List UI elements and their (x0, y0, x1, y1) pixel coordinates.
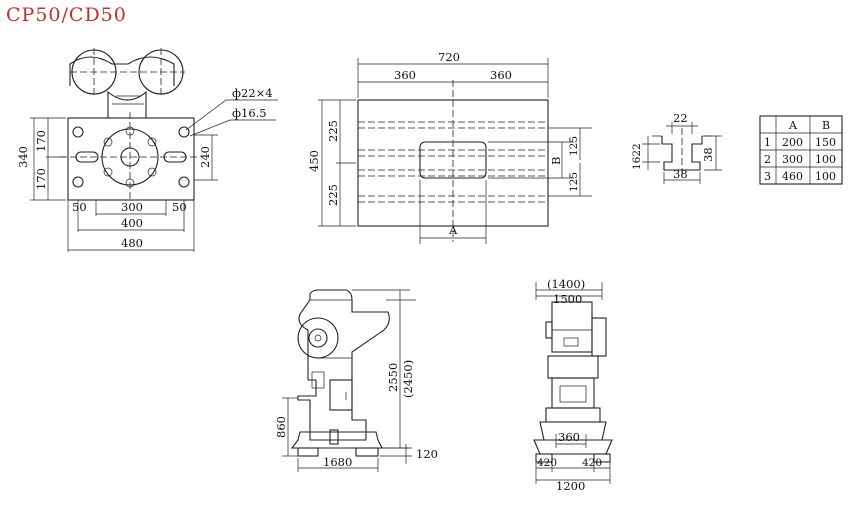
dim-1400: (1400) (547, 277, 585, 291)
frame-body (551, 377, 595, 409)
dim-240: 240 (198, 146, 212, 168)
base-plate (67, 117, 195, 201)
hole-callout-1: ф22×4 (232, 86, 273, 100)
dim-125-lower: 125 (568, 172, 580, 192)
drawing-title: CP50/CD50 (6, 4, 127, 26)
dim-50-left: 50 (72, 200, 87, 214)
table-cell: 460 (782, 170, 803, 183)
dim-720: 720 (438, 50, 460, 64)
dim-225-upper: 225 (326, 120, 340, 142)
table-cell: 150 (815, 136, 836, 149)
table-header-b: B (822, 119, 830, 132)
front-view: (1400) 1500 360 420 420 1200 (533, 277, 613, 493)
dim-38-bottom: 38 (673, 167, 688, 181)
neck (107, 90, 147, 119)
dim-1500: 1500 (553, 292, 582, 306)
dim-50-right: 50 (172, 200, 187, 214)
dim-1622: 1622 (631, 143, 643, 170)
dim-2550: 2550 (386, 363, 400, 392)
slide-block (547, 355, 599, 379)
hole (72, 126, 84, 138)
table-cell: 3 (764, 170, 771, 183)
base-plan-view: ф22×4 ф16.5 340 170 170 240 50 50 300 40… (16, 48, 278, 252)
table-header-a: A (788, 119, 798, 132)
size-table: A B 1 200 150 2 300 100 3 460 100 (759, 115, 843, 185)
dim-B: B (549, 157, 563, 165)
dim-480: 480 (121, 236, 143, 250)
base-top-housing (69, 56, 175, 86)
table-cell: 200 (782, 136, 803, 149)
dim-1680: 1680 (323, 455, 352, 469)
dim-860: 860 (274, 416, 288, 438)
dim-340: 340 (16, 146, 30, 168)
dim-22: 22 (673, 111, 688, 125)
flywheel (297, 317, 339, 359)
dim-420-left: 420 (537, 457, 557, 469)
dim-120: 120 (416, 447, 438, 461)
dim-360-right: 360 (490, 68, 512, 82)
table-cell: 100 (815, 170, 836, 183)
dim-420-right: 420 (582, 457, 602, 469)
table-cell: 1 (764, 136, 771, 149)
table-cell: 100 (815, 153, 836, 166)
dim-1200: 1200 (556, 479, 585, 493)
table-cell: 300 (782, 153, 803, 166)
dim-38-side: 38 (701, 147, 715, 162)
dim-360-left: 360 (394, 68, 416, 82)
dim-360: 360 (558, 430, 580, 444)
door-panel (329, 379, 353, 411)
dim-125-upper: 125 (568, 136, 580, 156)
press-base (290, 431, 383, 449)
hole-callout-2: ф16.5 (232, 106, 267, 120)
dim-2450: (2450) (401, 360, 415, 398)
dim-300: 300 (121, 200, 143, 214)
dim-225-lower: 225 (326, 184, 340, 206)
center-opening (419, 141, 487, 179)
hole (72, 176, 84, 188)
dim-170-lower: 170 (34, 168, 48, 190)
press-frame (297, 289, 390, 441)
bolster-plate-view: 720 360 360 450 225 225 A B 125 125 (307, 50, 592, 244)
dim-170-upper: 170 (34, 130, 48, 152)
t-slot-section: 22 38 38 1622 (631, 111, 722, 184)
table-cell: 2 (764, 153, 771, 166)
dim-400: 400 (121, 216, 143, 230)
hole (178, 126, 190, 138)
hole (178, 176, 190, 188)
dim-A: A (448, 223, 458, 237)
dim-450: 450 (307, 150, 321, 172)
side-view: 2550 (2450) 860 1680 120 (274, 289, 438, 472)
motor-housing (551, 301, 593, 353)
